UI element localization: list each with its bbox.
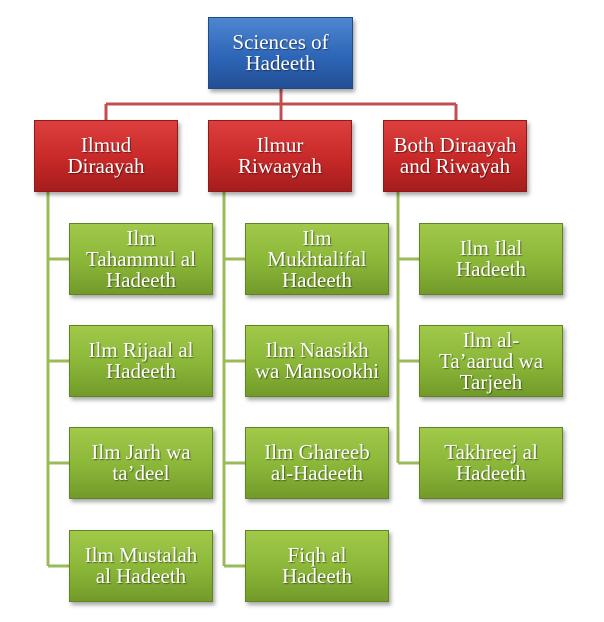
- item-mukhtalif: Ilm Mukhtalifal Hadeeth: [245, 223, 389, 295]
- item-ghareeb: Ilm Ghareeb al-Hadeeth: [245, 427, 389, 499]
- root-node: Sciences of Hadeeth: [208, 17, 353, 89]
- item-takhreej: Takhreej al Hadeeth: [419, 427, 563, 499]
- item-naasikh: Ilm Naasikh wa Mansookhi: [245, 325, 389, 397]
- item-jarh: Ilm Jarh wa ta’deel: [69, 427, 213, 499]
- item-taaarud: Ilm al- Ta’aarud wa Tarjeeh: [419, 325, 563, 397]
- leaf-connectors: [46, 192, 419, 568]
- category-diraayah: Ilmud Diraayah: [34, 120, 178, 192]
- category-both: Both Diraayah and Riwayah: [383, 120, 527, 192]
- root-connectors: [104, 89, 458, 120]
- item-rijaal: Ilm Rijaal al Hadeeth: [69, 325, 213, 397]
- category-riwaayah: Ilmur Riwaayah: [208, 120, 352, 192]
- item-ilal: Ilm Ilal Hadeeth: [419, 223, 563, 295]
- item-fiqh: Fiqh al Hadeeth: [245, 530, 389, 602]
- item-tahammul: Ilm Tahammul al Hadeeth: [69, 223, 213, 295]
- item-mustalah: Ilm Mustalah al Hadeeth: [69, 530, 213, 602]
